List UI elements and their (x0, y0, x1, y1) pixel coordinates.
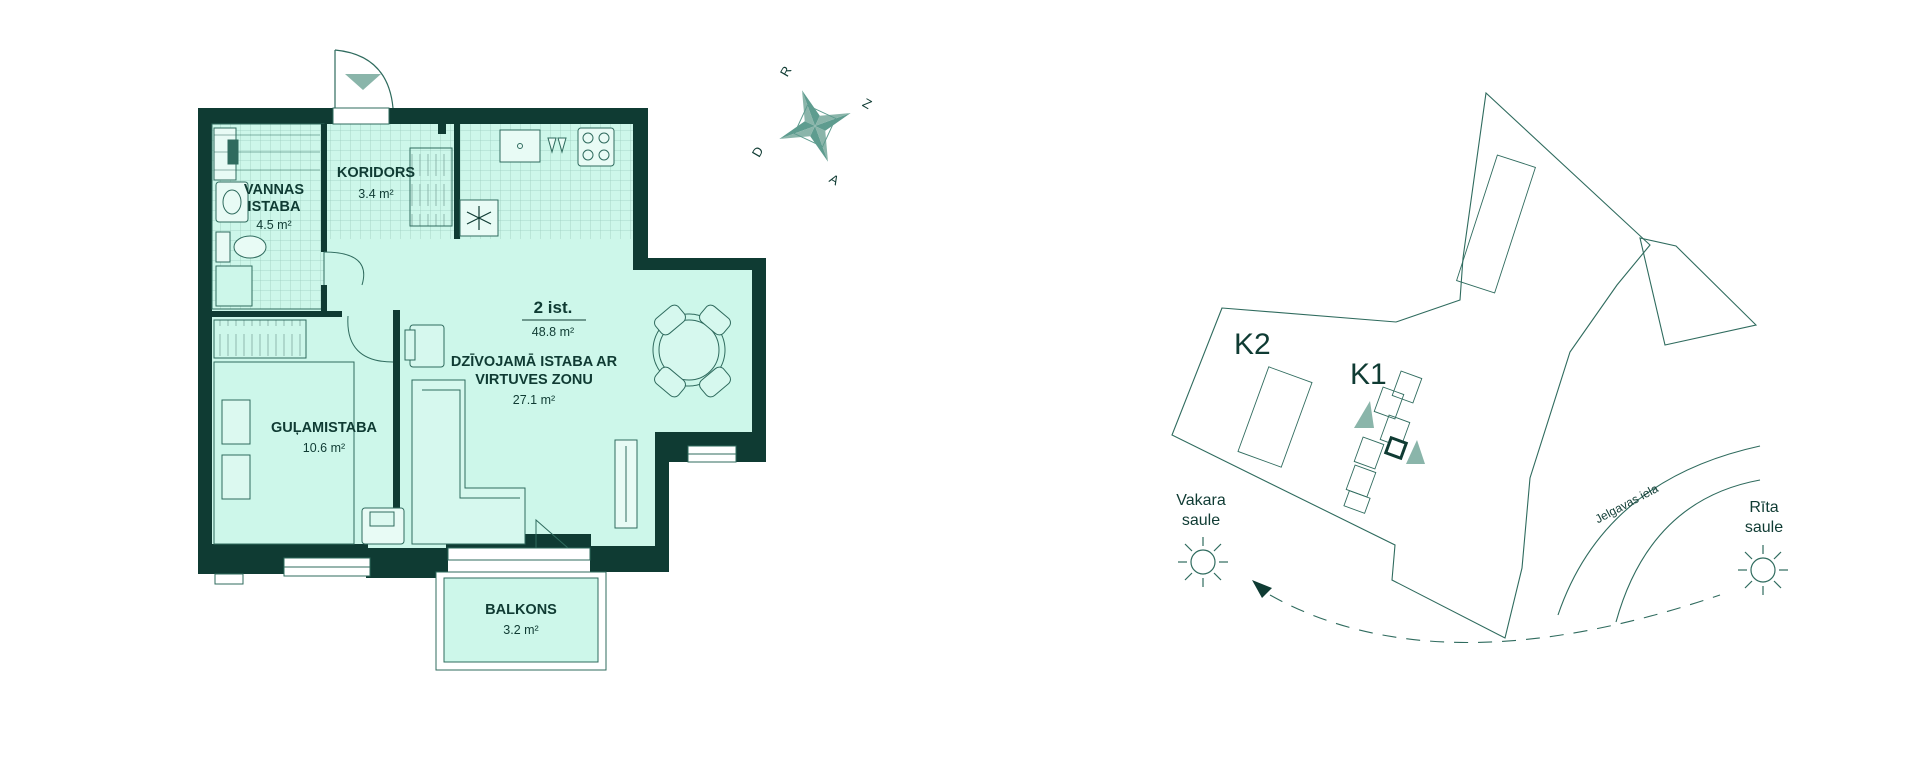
corridor-wardrobe (409, 147, 453, 227)
view-arrow-right (1406, 440, 1425, 464)
room-name-balcony: BALKONS (485, 602, 557, 618)
view-arrow-left (1354, 401, 1374, 428)
site-boundary (1171, 91, 1651, 639)
compass-letter-a: A (827, 171, 842, 188)
morning-sun-icon (1738, 545, 1788, 595)
room-name-vannas-line2: ISTABA (248, 199, 301, 215)
foundation-tab (214, 573, 244, 585)
bedroom-door (347, 315, 394, 363)
room-name-bedroom: GUĻAMISTABA (271, 420, 378, 436)
room-name-living-line1: DZĪVOJAMĀ ISTABA AR (451, 353, 618, 370)
room-area-koridors: 3.4 m² (358, 187, 393, 201)
building-label-k1: K1 (1350, 358, 1387, 391)
unit-area: 48.8 m² (532, 325, 574, 339)
unit-title: 2 ist. (534, 298, 573, 317)
selected-unit-marker (1383, 435, 1409, 461)
compass-letter-r: R (777, 63, 795, 79)
evening-sun-icon (1178, 537, 1228, 587)
building-label-k2: K2 (1234, 328, 1271, 361)
site-map (1171, 91, 1761, 644)
sun-path-arrowhead (1252, 580, 1272, 598)
sun-path-arc (1269, 594, 1721, 644)
building-k1 (1343, 370, 1423, 514)
windows (283, 445, 737, 577)
road-curve-outer (1557, 445, 1761, 616)
room-name-koridors: KORIDORS (337, 165, 415, 181)
apartment-floorplan: KORIDORS 3.4 m² VANNAS ISTABA 4.5 m² 2 i… (198, 49, 766, 671)
room-area-bedroom: 10.6 m² (303, 441, 345, 455)
bedroom-furniture (213, 319, 405, 545)
bathroom-door (323, 251, 365, 286)
building-outline-k2 (1237, 366, 1313, 468)
compass-letter-z: Z (860, 95, 874, 112)
morning-sun-label-line2: saule (1745, 519, 1783, 536)
bathroom-fixtures (213, 127, 320, 307)
building-outline-north (1456, 154, 1536, 294)
morning-sun-label-line1: Rīta (1749, 499, 1778, 516)
kitchen-fixtures (459, 127, 615, 237)
compass-letter-d: D (749, 144, 767, 160)
evening-sun-label-line2: saule (1182, 512, 1220, 529)
living-room-furniture (404, 304, 731, 545)
site-wedge (1639, 237, 1758, 346)
room-name-vannas-line1: VANNAS (244, 182, 304, 198)
entry-door (332, 49, 394, 125)
room-area-living: 27.1 m² (513, 393, 555, 407)
room-area-balcony: 3.2 m² (503, 623, 538, 637)
compass-rose (779, 90, 851, 162)
balcony-door (535, 518, 590, 549)
room-area-vannas: 4.5 m² (256, 218, 291, 232)
road-curve-inner (1615, 479, 1761, 623)
balcony (435, 571, 607, 671)
interior-walls (212, 124, 460, 544)
room-name-living-line2: VIRTUVES ZONU (475, 372, 593, 388)
street-label: Jelgavas iela (1593, 481, 1661, 526)
evening-sun-label-line1: Vakara (1176, 492, 1226, 509)
